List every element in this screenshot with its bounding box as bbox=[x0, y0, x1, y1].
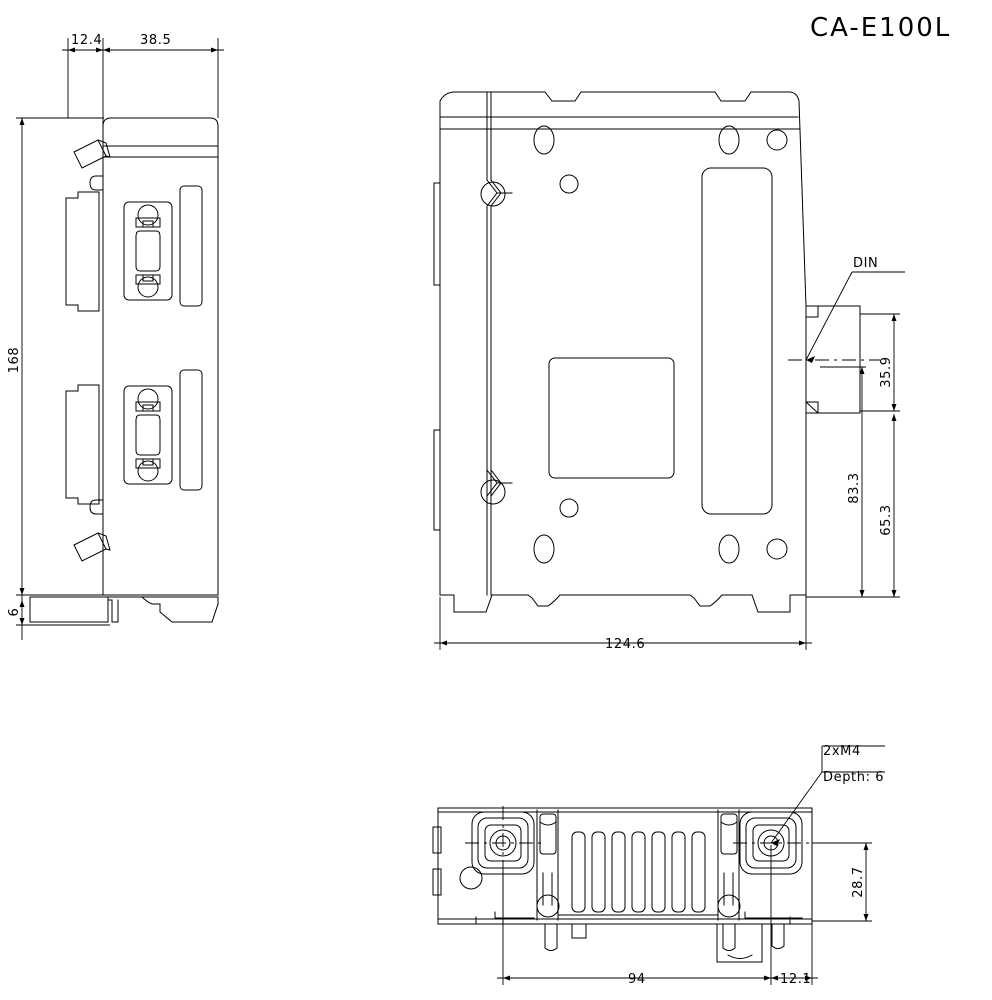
front-hole-oblong-2 bbox=[718, 125, 740, 155]
label-35-9: 35.9 bbox=[879, 356, 894, 387]
side-slot-lower bbox=[179, 369, 203, 491]
bottom-pin-6 bbox=[771, 924, 785, 949]
din-bracket bbox=[788, 305, 880, 414]
side-slot-upper bbox=[179, 185, 203, 307]
dsub-connector-lower bbox=[123, 385, 173, 485]
label-65-3: 65.3 bbox=[879, 504, 894, 535]
bottom-step-left bbox=[494, 911, 535, 919]
front-hole-round-1 bbox=[766, 129, 788, 151]
bottom-hole-left bbox=[459, 866, 483, 890]
front-hole-round-3 bbox=[559, 174, 579, 194]
dim-168 bbox=[16, 117, 104, 596]
side-latch-lower bbox=[73, 532, 111, 562]
front-edge-slot-upper bbox=[433, 182, 441, 286]
bottom-connector-left bbox=[536, 813, 560, 918]
bottom-view: 2xM4 Depth: 6 bbox=[432, 744, 885, 985]
label-124-6: 124.6 bbox=[605, 637, 645, 652]
label-6: 6 bbox=[7, 608, 22, 617]
dim-35-9 bbox=[860, 313, 900, 412]
dim-12-1 bbox=[765, 924, 818, 985]
front-plate-outline bbox=[439, 91, 807, 613]
front-vertical-slot bbox=[701, 167, 773, 515]
label-83-3: 83.3 bbox=[847, 472, 862, 503]
bottom-pin-1 bbox=[544, 924, 558, 951]
bottom-pin-5 bbox=[727, 954, 753, 959]
side-bracket-lower bbox=[65, 384, 100, 505]
front-edge-slot-lower bbox=[433, 429, 441, 531]
front-hole-round-6 bbox=[766, 538, 788, 560]
label-12-1: 12.1 bbox=[780, 972, 811, 987]
dim-83-3 bbox=[820, 366, 866, 597]
front-seam-c bbox=[486, 179, 498, 596]
side-body-outline bbox=[102, 117, 219, 596]
heatsink-fins bbox=[571, 831, 706, 913]
bottom-pin-2 bbox=[571, 924, 587, 939]
bottom-pin-4 bbox=[722, 924, 736, 951]
label-168: 168 bbox=[7, 347, 22, 374]
din-callout: DIN bbox=[805, 256, 905, 363]
label-28-7: 28.7 bbox=[851, 866, 866, 897]
front-hole-oblong-3 bbox=[533, 534, 555, 564]
bottom-tab-left-1 bbox=[432, 826, 442, 854]
din-label: DIN bbox=[853, 256, 878, 271]
side-base-foot bbox=[29, 596, 219, 623]
front-hole-round-4 bbox=[480, 479, 506, 505]
dim-6 bbox=[16, 595, 110, 640]
bottom-tab-left-2 bbox=[432, 868, 442, 896]
bottom-pin-3 bbox=[716, 924, 763, 963]
side-view bbox=[16, 38, 224, 640]
label-38-5: 38.5 bbox=[140, 33, 171, 48]
dim-28-7 bbox=[812, 842, 872, 922]
dsub-connector-upper bbox=[123, 201, 173, 301]
front-center-pocket bbox=[548, 357, 675, 479]
dim-65-3 bbox=[806, 414, 900, 598]
dimension-labels: 12.4 38.5 168 6 124.6 35.9 83.3 65.3 28.… bbox=[7, 33, 894, 987]
front-hole-round-2 bbox=[480, 181, 506, 207]
front-hole-oblong-1 bbox=[533, 125, 555, 155]
dim-12-4 bbox=[62, 38, 109, 330]
front-seam-notch2-a bbox=[486, 469, 498, 497]
thread-callout: 2xM4 Depth: 6 bbox=[770, 744, 885, 846]
bottom-step-right bbox=[744, 911, 803, 919]
side-bump-1 bbox=[89, 175, 104, 191]
dim-94 bbox=[497, 845, 777, 985]
front-hole-round-5 bbox=[559, 498, 579, 518]
thread-depth-label: Depth: 6 bbox=[823, 770, 884, 785]
side-bracket-upper bbox=[65, 191, 100, 312]
bottom-connector-right bbox=[717, 813, 741, 918]
label-94: 94 bbox=[628, 972, 646, 987]
front-view: DIN bbox=[433, 91, 905, 650]
front-seam-d bbox=[490, 179, 502, 596]
drawing-title: CA-E100L bbox=[810, 13, 951, 43]
front-hole-oblong-4 bbox=[718, 534, 740, 564]
side-bump-2 bbox=[89, 499, 104, 515]
dim-124-6 bbox=[434, 416, 812, 650]
drawing-title-block: CA-E100L bbox=[810, 8, 990, 48]
thread-callout-label: 2xM4 bbox=[823, 744, 861, 759]
label-12-4: 12.4 bbox=[71, 33, 102, 48]
dim-38-5 bbox=[103, 38, 224, 118]
side-latch-upper bbox=[73, 139, 111, 169]
